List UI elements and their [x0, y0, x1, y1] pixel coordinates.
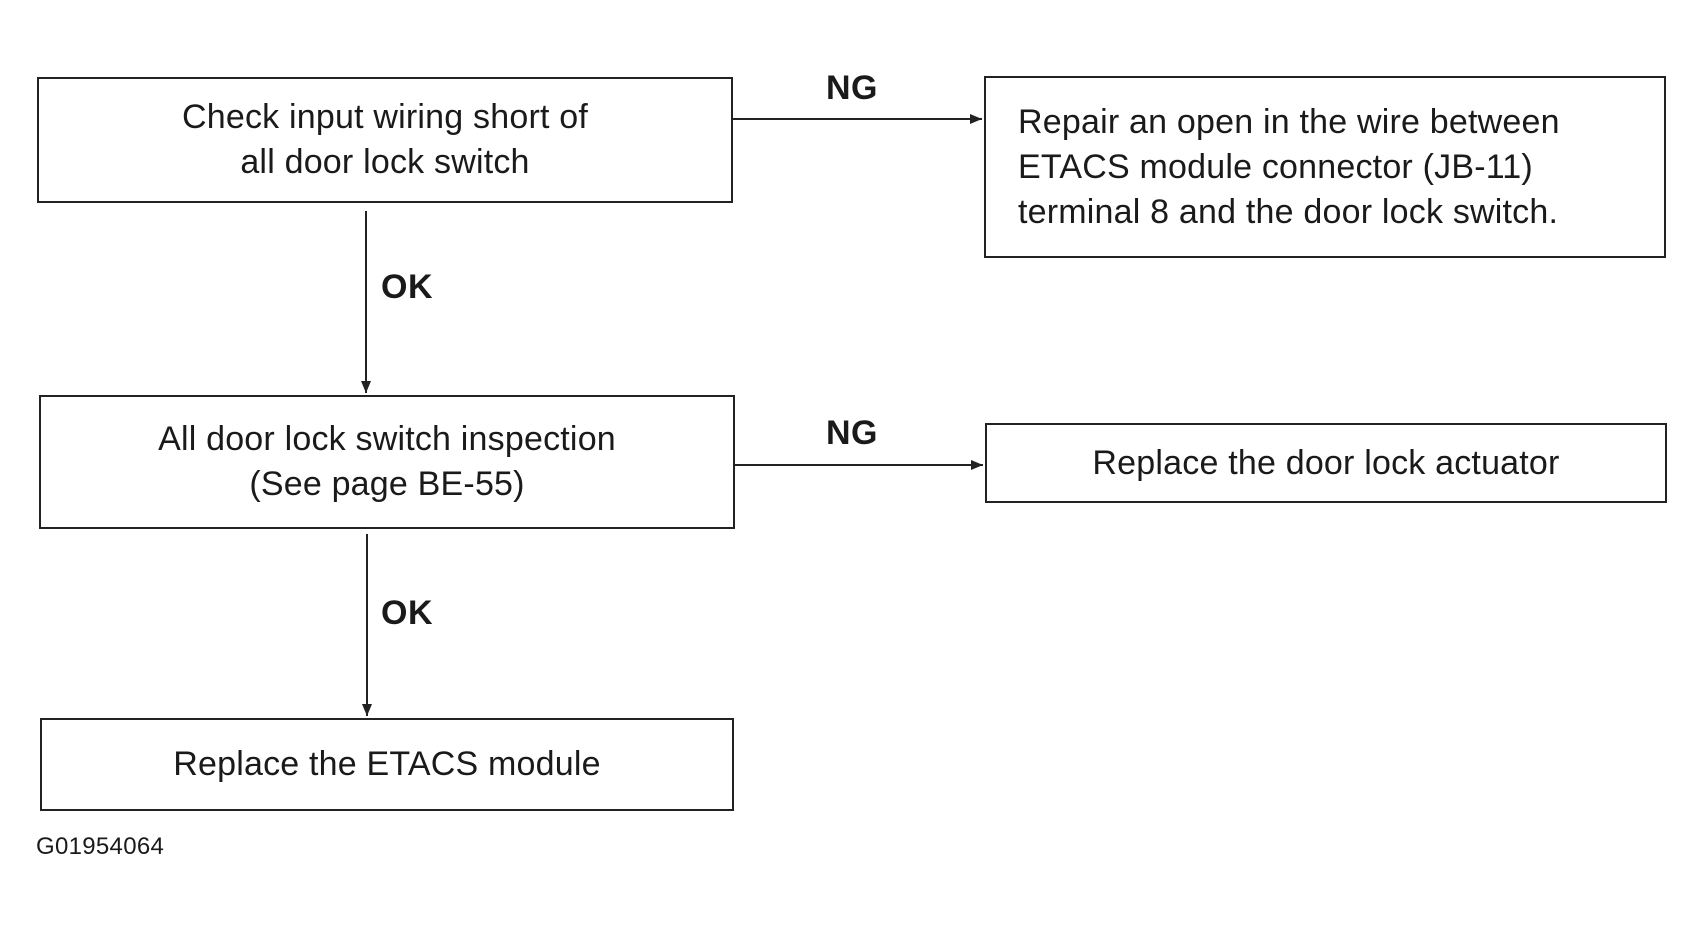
action-replace-etacs-module: Replace the ETACS module — [40, 718, 734, 811]
action-text-line: Repair an open in the wire between — [1018, 102, 1560, 141]
edge-label-ng: NG — [826, 69, 878, 107]
action-text-line: Replace the ETACS module — [173, 745, 601, 783]
step-door-lock-switch-inspection: All door lock switch inspection (See pag… — [39, 395, 735, 529]
step-check-input-wiring: Check input wiring short of all door loc… — [37, 77, 733, 203]
action-text-line: Replace the door lock actuator — [1092, 443, 1560, 482]
edge-label-ng: NG — [826, 414, 878, 452]
figure-id: G01954064 — [36, 833, 165, 860]
step-text-line: Check input wiring short of — [181, 98, 589, 136]
action-text-line: ETACS module connector (JB-11) — [1018, 147, 1533, 186]
step-text-line: (See page BE-55) — [249, 465, 525, 503]
edge-label-ok: OK — [381, 594, 433, 632]
step-text-line: All door lock switch inspection — [158, 420, 616, 458]
step-text-line: all door lock switch — [240, 143, 530, 181]
action-replace-door-lock-actuator: Replace the door lock actuator — [985, 423, 1667, 503]
action-repair-open-wire: Repair an open in the wire between ETACS… — [984, 76, 1666, 258]
action-text-line: terminal 8 and the door lock switch. — [1018, 192, 1559, 231]
edge-label-ok: OK — [381, 268, 433, 306]
